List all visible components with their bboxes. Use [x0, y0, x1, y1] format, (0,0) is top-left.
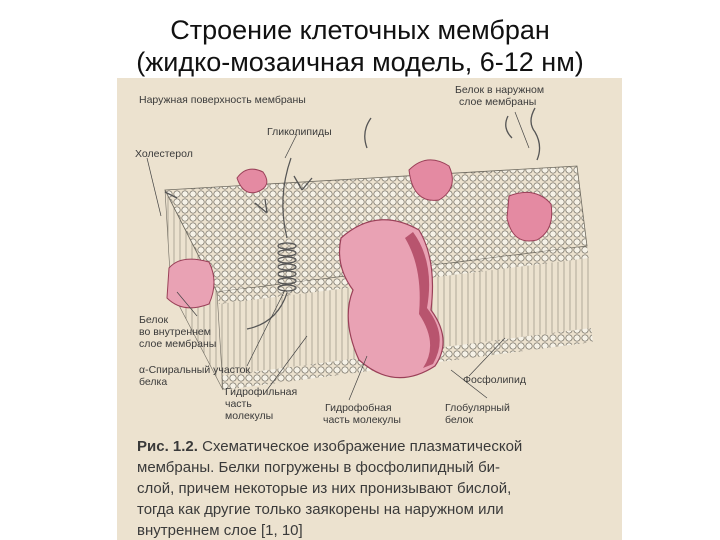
label-alpha-helix-1: α-Спиральный участок [139, 364, 251, 376]
inner-protein-left [166, 258, 215, 309]
label-hydrophobic-2: часть молекулы [323, 414, 401, 426]
caption-line-3: слой, причем некоторые из них пронизываю… [137, 480, 512, 497]
caption-line-5: внутреннем слое [1, 10] [137, 522, 303, 539]
label-globular-2: белок [445, 414, 474, 426]
label-outer-protein-1: Белок в наружном [455, 84, 545, 96]
label-inner-protein-2: во внутреннем [139, 326, 211, 338]
label-phospholipid: Фосфолипид [463, 374, 526, 386]
label-cholesterol: Холестерол [135, 148, 193, 160]
caption-line-1: Рис. 1.2. Схематическое изображение плаз… [137, 438, 523, 455]
label-outer-surface: Наружная поверхность мембраны [139, 94, 306, 106]
label-inner-protein-3: слое мембраны [139, 338, 217, 350]
caption-line-4: тогда как другие только заякорены на нар… [137, 501, 504, 518]
outer-protein-small-left [236, 168, 268, 194]
label-alpha-helix-2: белка [139, 376, 168, 388]
caption-fig-number: Рис. 1.2. [137, 438, 198, 455]
label-outer-protein-2: слое мембраны [459, 96, 537, 108]
leader-lines [146, 111, 530, 401]
membrane-diagram [146, 107, 593, 401]
alpha-helix-coil [246, 157, 297, 330]
label-hydrophilic-3: молекулы [225, 410, 274, 422]
label-globular-1: Глобулярный [445, 402, 510, 414]
outer-protein-center [408, 159, 453, 201]
slide-title-line-1: Строение клеточных мембран [170, 15, 550, 45]
integral-protein-shadow [405, 232, 440, 368]
label-hydrophilic-2: часть [225, 398, 252, 410]
outer-protein-right [506, 191, 553, 242]
membrane-figure-scan: Наружная поверхность мембраны Гликолипид… [117, 78, 622, 540]
label-inner-protein-1: Белок [139, 314, 169, 326]
label-hydrophilic-1: Гидрофильная [225, 386, 298, 398]
caption-line-2: мембраны. Белки погружены в фосфолипидны… [137, 459, 501, 476]
label-hydrophobic-1: Гидрофобная [325, 402, 392, 414]
label-glycolipids: Гликолипиды [267, 126, 332, 138]
slide-title-line-2: (жидко-мозаичная модель, 6-12 нм) [136, 47, 584, 77]
figure-caption: Рис. 1.2. Схематическое изображение плаз… [137, 436, 607, 540]
